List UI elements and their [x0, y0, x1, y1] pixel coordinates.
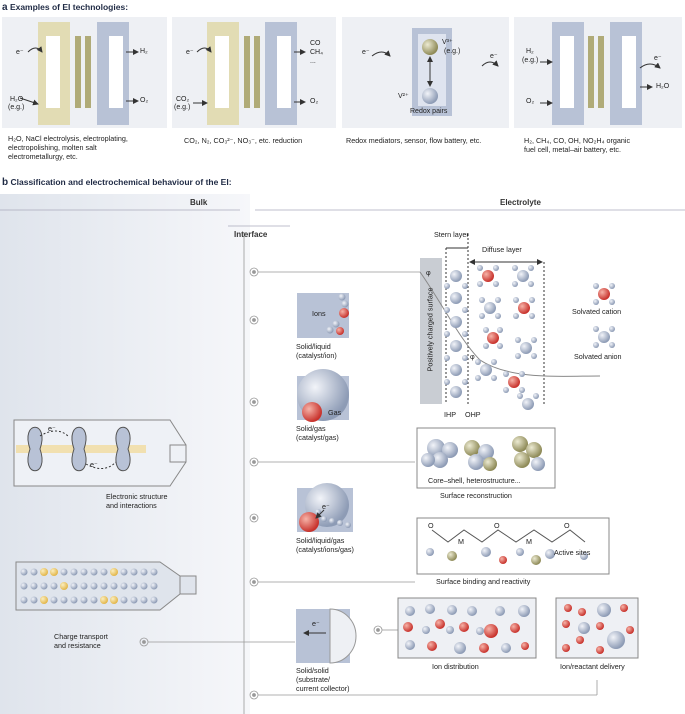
cell4-caption-1: H₂, CH₄, CO, OH, NO₂H₄ organic: [524, 136, 631, 145]
cell4-h2-label: H₂: [526, 48, 534, 55]
active-sites-label: Active sites: [554, 548, 591, 557]
charge-transport-icon: [15, 561, 197, 611]
cell1-e-label: e⁻: [16, 49, 24, 56]
surface-binding-icon: [416, 517, 610, 575]
cell1-o2-label: O₂: [140, 97, 149, 104]
surface-binding-label: Surface binding and reactivity: [436, 577, 531, 586]
panel-a-title: Examples of EI technologies:: [9, 2, 129, 12]
cell2-caption: CO₂, N₂, CO₃²⁻, NO₃⁻, etc. reduction: [184, 136, 303, 145]
ion-delivery-label: Ion/reactant delivery: [560, 662, 625, 671]
electron-label-2: e⁻: [90, 460, 98, 469]
panel-a-cell-1: [2, 17, 167, 128]
cell2-e-label: e⁻: [186, 49, 194, 56]
cell3-v2-label: V²⁺: [398, 93, 409, 100]
cell1-eg-label: (e.g.): [8, 104, 25, 111]
gas-label: Gas: [328, 408, 342, 417]
solid-liquid-gas-label-2: (catalyst/ions/gas): [296, 545, 354, 554]
cell3-redox-label: Redox pairs: [410, 108, 448, 115]
cell2-eg-label: (e.g.): [174, 104, 191, 111]
electronic-structure-label-2: and interactions: [106, 501, 157, 510]
charge-transport-label-2: and resistance: [54, 641, 101, 650]
stern-layer-ions: [444, 270, 468, 398]
cell1-h2-label: H₂: [140, 48, 148, 55]
positively-charged-surface-label: Positively charged surface: [425, 287, 435, 372]
o-label-2: O: [494, 521, 500, 530]
cell2-co2-label: CO₂: [176, 96, 190, 103]
cell2-dots-label: ...: [310, 58, 316, 65]
solvated-cation-label: Solvated cation: [572, 307, 622, 316]
electronic-structure-icon: [13, 419, 187, 487]
charge-transport-label-1: Charge transport: [54, 632, 108, 641]
cell4-o2-label: O₂: [526, 98, 535, 105]
solid-gas-label-1: Solid/gas: [296, 424, 326, 433]
o-label-3: O: [564, 521, 570, 530]
solid-liquid-icon: [297, 293, 349, 338]
cell1-caption-1: H₂O, NaCl electrolysis, electroplating,: [8, 134, 128, 143]
solid-solid-label-1: Solid/solid: [296, 666, 329, 675]
cell2-co-label: CO: [310, 40, 321, 47]
m-label-2: M: [526, 537, 532, 546]
solid-liquid-gas-label-1: Solid/liquid/gas: [296, 536, 345, 545]
solid-gas-label-2: (catalyst/gas): [296, 433, 339, 442]
panel-b-header: b Classification and electrochemical beh…: [2, 177, 232, 188]
cell3-eg-label: (e.g.): [444, 48, 461, 55]
phi-label-1: φ: [426, 268, 431, 277]
solvated-legend: [593, 283, 615, 348]
cell2-ch4-label: CH₄: [310, 49, 323, 56]
core-shell-label: Core–shell, heterostructure...: [428, 476, 521, 485]
surface-reconstruction-label: Surface reconstruction: [440, 491, 512, 500]
ion-delivery-icon: [555, 597, 639, 659]
cell3-e-out-label: e⁻: [490, 53, 498, 60]
m-label-1: M: [458, 537, 464, 546]
phi-label-2: φ: [470, 352, 475, 361]
panel-a-letter: a: [2, 2, 8, 13]
electronic-structure-label-1: Electronic structure: [106, 492, 168, 501]
redox-pair-icon: [371, 28, 499, 116]
cell3-v3-label: V³⁺: [442, 39, 453, 46]
cell4-e-label: e⁻: [654, 55, 662, 62]
ion-distribution-label: Ion distribution: [432, 662, 479, 671]
cell2-o2-label: O₂: [310, 98, 319, 105]
solid-gas-icon: [297, 369, 349, 422]
ihp-label: IHP: [444, 410, 456, 419]
panel-b-title: Classification and electrochemical behav…: [10, 177, 232, 187]
cell1-caption-3: electrometallurgy, etc.: [8, 152, 78, 161]
solid-solid-label-2: (substrate/: [296, 675, 330, 684]
co2-reduction-icon: [193, 22, 306, 125]
ions-label: Ions: [312, 309, 326, 318]
o-label-1: O: [428, 521, 434, 530]
solid-solid-icon: [296, 608, 357, 664]
electrolyte-heading: Electrolyte: [500, 198, 541, 207]
diffuse-layer-ions: [475, 265, 539, 410]
interface-heading: Interface: [234, 230, 268, 239]
panel-a-header: a Examples of EI technologies:: [2, 2, 128, 13]
electron-label-3: e⁻: [322, 502, 330, 511]
electron-label-4: e⁻: [312, 619, 320, 628]
ion-distribution-icon: [397, 597, 537, 659]
cell3-e-in-label: e⁻: [362, 49, 370, 56]
electrolyser-icon: [19, 22, 139, 125]
surface-reconstruction-icon: [416, 427, 556, 489]
ohp-label: OHP: [465, 410, 481, 419]
cell3-caption: Redox mediators, sensor, flow battery, e…: [346, 136, 482, 145]
interface-timeline: [139, 232, 598, 714]
solid-liquid-gas-icon: [297, 483, 353, 532]
fuel-cell-icon: [540, 22, 661, 125]
cell4-eg-label: (e.g.): [522, 57, 539, 64]
stern-layer-label: Stern layer: [434, 230, 469, 239]
cell1-caption-2: electropolishing, molten salt: [8, 143, 97, 152]
bulk-heading: Bulk: [190, 198, 208, 207]
diffuse-layer-label: Diffuse layer: [482, 245, 522, 254]
panel-b-letter: b: [2, 177, 9, 188]
cell4-caption-2: fuel cell, metal–air battery, etc.: [524, 145, 621, 154]
solvated-anion-label: Solvated anion: [574, 352, 622, 361]
solid-liquid-label-2: (catalyst/ion): [296, 351, 337, 360]
cell4-h2o-label: H₂O: [656, 83, 670, 90]
solid-solid-label-3: current collector): [296, 684, 350, 693]
solid-liquid-label-1: Solid/liquid: [296, 342, 331, 351]
electron-label-1: e⁻: [48, 424, 56, 433]
cell1-h2o-label: H₂O: [10, 96, 24, 103]
